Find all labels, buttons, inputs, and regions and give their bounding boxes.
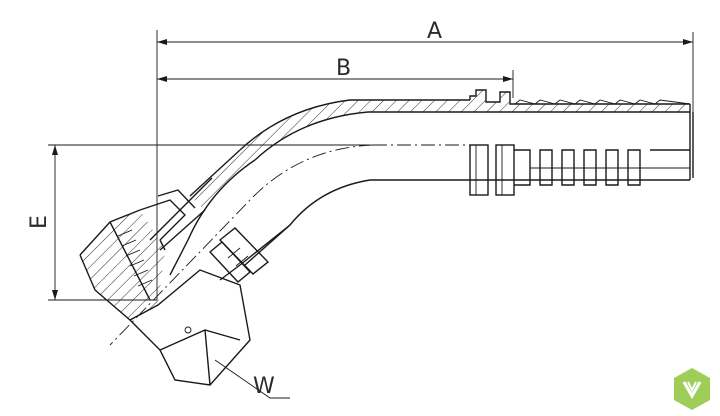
dimension-b-label: B	[336, 56, 351, 81]
dimension-a-label: A	[427, 19, 442, 44]
bent-body	[149, 149, 291, 283]
brand-logo	[674, 368, 710, 410]
center-lines	[109, 144, 470, 346]
hose-tail	[239, 89, 694, 266]
swivel-nut	[79, 189, 290, 399]
dimension-e: E	[27, 144, 370, 301]
dimension-e-label: E	[27, 215, 52, 229]
dimension-w-label: W	[253, 374, 275, 399]
dimension-b: B	[157, 56, 514, 98]
